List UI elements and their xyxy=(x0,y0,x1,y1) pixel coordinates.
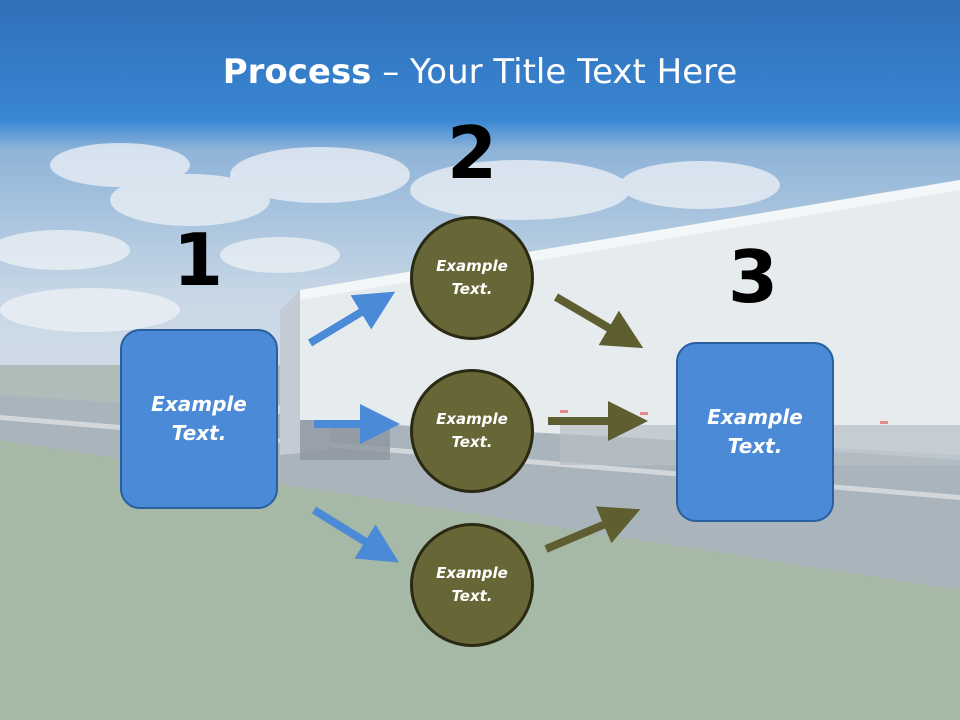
circle-middle-text: Example Text. xyxy=(436,410,508,451)
step-number-1: 1 xyxy=(172,218,224,302)
blue-arrow-up xyxy=(307,291,396,347)
left-box-text: Example Text. xyxy=(151,392,247,445)
right-box-text: Example Text. xyxy=(707,405,803,458)
circle-middle: Example Text. xyxy=(410,369,534,493)
title-bold: Process xyxy=(222,52,372,92)
clouds xyxy=(0,143,780,332)
circle-bottom: Example Text. xyxy=(410,523,534,647)
title-rest: – Your Title Text Here xyxy=(371,52,738,92)
step-number-3: 3 xyxy=(727,235,779,319)
olive-arrow-down xyxy=(553,293,644,349)
step-number-2: 2 xyxy=(446,111,498,195)
circle-top-text: Example Text. xyxy=(436,257,508,298)
right-box: Example Text. xyxy=(676,342,834,522)
circle-bottom-text: Example Text. xyxy=(436,564,508,605)
blue-arrow-down xyxy=(311,506,400,563)
left-box: Example Text. xyxy=(120,329,278,509)
slide-title: Process – Your Title Text Here xyxy=(0,52,960,92)
circle-top: Example Text. xyxy=(410,216,534,340)
olive-arrow-up xyxy=(544,506,641,553)
